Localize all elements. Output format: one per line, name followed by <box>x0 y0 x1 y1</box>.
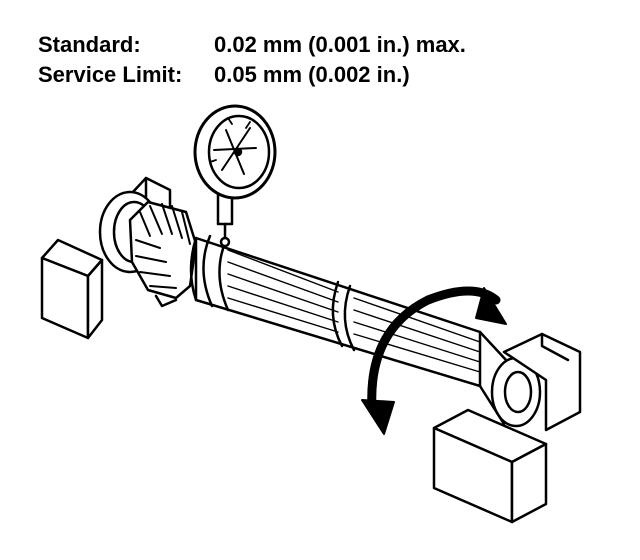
spec-label-service-limit: Service Limit: <box>38 62 183 87</box>
shaft <box>189 234 482 388</box>
dial-indicator-icon <box>193 104 277 248</box>
spec-value-standard: 0.02 mm (0.001 in.) max. <box>214 32 466 57</box>
v-block-right <box>432 332 582 524</box>
spec-row-standard: Standard: 0.02 mm (0.001 in.) max. <box>38 30 466 60</box>
spec-value-service-limit: 0.05 mm (0.002 in.) <box>214 62 410 87</box>
spec-row-service-limit: Service Limit: 0.05 mm (0.002 in.) <box>38 60 466 90</box>
spec-label-standard: Standard: <box>38 32 141 57</box>
helical-gear <box>128 200 198 308</box>
bearing-right <box>478 330 542 428</box>
rotation-arrow-icon <box>361 286 507 435</box>
spec-table: Standard: 0.02 mm (0.001 in.) max. Servi… <box>38 30 466 90</box>
v-block-left <box>40 238 104 340</box>
